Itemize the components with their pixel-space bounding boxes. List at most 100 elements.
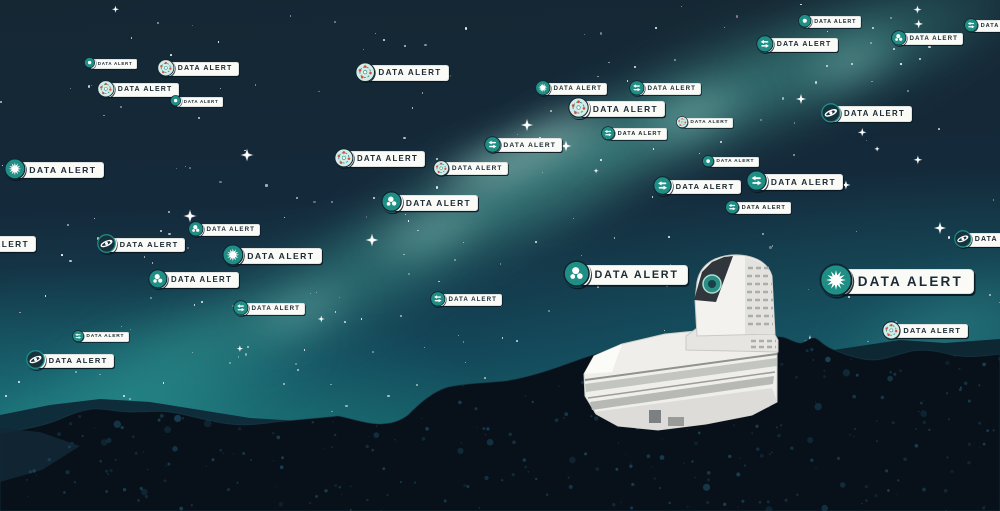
badge-pill[interactable]: DATA ALERT (366, 65, 449, 81)
data-alert-badge[interactable]: DATA ALERT (26, 350, 115, 370)
data-alert-badge[interactable]: DATA ALERT (563, 260, 688, 288)
data-alert-badge[interactable]: DATA ALERT (756, 35, 838, 53)
data-alert-badge[interactable]: DATA ALERT (84, 57, 137, 69)
star (501, 337, 504, 339)
badge-pill[interactable]: DATA ALERT (543, 82, 608, 96)
data-alert-badge[interactable]: DATA ALERT (819, 263, 974, 297)
badge-label: DATA ALERT (553, 85, 602, 93)
data-alert-badge[interactable]: DATA ALERT (964, 18, 1000, 32)
data-alert-badge[interactable]: DATA ALERT (188, 221, 261, 237)
badge-pill[interactable]: DATA ALERT (682, 117, 733, 129)
data-alert-badge[interactable]: DATA ALERT (821, 103, 912, 123)
data-alert-badge[interactable]: DATA ALERT (381, 191, 479, 213)
badge-pill[interactable]: DATA ALERT (36, 353, 115, 369)
data-alert-badge[interactable]: DATA ALERT (568, 97, 666, 119)
rock-speckle (865, 499, 868, 502)
data-alert-badge[interactable]: DATA ALERT (653, 176, 742, 196)
badge-pill[interactable]: DATA ALERT (176, 97, 223, 107)
badge-pill[interactable]: DATA ALERT (78, 331, 129, 343)
data-alert-badge[interactable]: DATA ALERT (676, 116, 733, 129)
data-alert-badge[interactable]: DATA ALERT (535, 80, 608, 96)
star (331, 201, 334, 203)
rock-speckle (694, 476, 696, 479)
rock-speckle (394, 439, 396, 441)
data-alert-badge[interactable]: DATA ALERT (355, 62, 449, 82)
star (516, 339, 519, 342)
badge-pill[interactable]: DATA ALERT (891, 323, 968, 339)
rock-speckle (107, 473, 110, 476)
rock-speckle (137, 499, 140, 502)
badge-pill[interactable]: DATA ALERT (492, 138, 562, 152)
data-alert-badge[interactable]: DATA ALERT (725, 200, 791, 214)
badge-pill[interactable]: DATA ALERT (107, 237, 186, 253)
data-alert-badge[interactable]: DATA ALERT (97, 234, 186, 254)
rock-speckle (595, 467, 600, 471)
data-alert-badge[interactable]: DATA ALERT (702, 155, 759, 168)
star (541, 172, 543, 174)
rock-speckle (278, 502, 284, 507)
data-alert-badge[interactable]: DATA ALERT (334, 148, 425, 168)
star (411, 107, 414, 109)
data-alert-badge[interactable]: DATA ALERT (798, 14, 862, 28)
badge-pill[interactable]: DATA ALERT (241, 302, 306, 316)
rock-speckle (399, 480, 402, 484)
badge-pill[interactable]: DATA ALERT (166, 62, 239, 76)
rock-speckle (686, 428, 688, 431)
badge-pill[interactable]: DATA ALERT (637, 82, 702, 96)
data-alert-badge[interactable]: DATA ALERT (4, 158, 104, 180)
badge-pill[interactable]: DATA ALERT (441, 162, 509, 176)
hull-line-2 (587, 371, 776, 399)
rock-speckle (584, 452, 588, 456)
badge-pill[interactable]: DATA ALERT (344, 151, 425, 167)
star (383, 38, 385, 41)
data-alert-badge[interactable]: DATA ALERT (433, 160, 509, 176)
rock-speckle (903, 457, 907, 462)
badge-pill[interactable]: DATA ALERT (438, 293, 503, 307)
burst-icon (4, 158, 26, 180)
badge-pill[interactable]: DATA ALERT (837, 268, 974, 294)
data-alert-badge[interactable]: DATA ALERT (954, 230, 1000, 248)
rock-speckle (122, 488, 127, 492)
badge-pill[interactable]: DATA ALERT (90, 59, 137, 69)
badge-pill[interactable]: DATA ALERT (732, 202, 791, 214)
badge-pill[interactable]: DATA ALERT (234, 247, 322, 265)
badge-pill[interactable]: DATA ALERT (106, 83, 179, 97)
rock-speckle (967, 442, 972, 446)
badge-pill[interactable]: DATA ALERT (663, 179, 742, 195)
badge-pill[interactable]: DATA ALERT (805, 16, 862, 28)
data-alert-badge[interactable]: DATA ALERT (891, 30, 964, 46)
badge-pill[interactable]: DATA ALERT (708, 156, 759, 168)
data-alert-badge[interactable]: DATA ALERT (483, 135, 562, 153)
badge-pill[interactable]: DATA ALERT (608, 128, 667, 140)
badge-pill[interactable]: DATA ALERT (196, 223, 261, 237)
data-alert-badge[interactable]: DATA ALERT (157, 59, 239, 77)
star (807, 288, 810, 291)
badge-pill[interactable]: DATA ALERT (580, 100, 666, 118)
data-alert-badge[interactable]: DATA ALERT (881, 320, 968, 340)
data-alert-badge[interactable]: DATA ALERT (170, 95, 223, 107)
data-alert-badge[interactable]: DATA ALERT (222, 244, 322, 266)
data-alert-badge[interactable]: DATA ALERT (601, 126, 667, 140)
data-alert-badge[interactable]: DATA ALERT (746, 170, 844, 192)
badge-pill[interactable]: DATA ALERT (765, 38, 838, 52)
data-alert-badge[interactable]: DATA ALERT (72, 330, 129, 343)
data-alert-badge[interactable]: DATA ALERT (629, 80, 702, 96)
data-alert-badge[interactable]: DATA ALERT (97, 80, 179, 98)
data-alert-badge[interactable]: DATA ALERT (430, 291, 503, 307)
rock-speckle (853, 427, 857, 431)
badge-pill[interactable]: DATA ALERT (899, 32, 964, 46)
star (626, 80, 629, 82)
badge-pill[interactable]: DATA ALERT (16, 161, 104, 179)
badge-pill[interactable]: DATA ALERT (831, 106, 912, 122)
hull-notch-1 (649, 410, 661, 423)
rock-speckle (67, 445, 71, 449)
data-alert-badge[interactable]: DATA ALERT (148, 269, 239, 289)
badge-label: DATA ALERT (909, 35, 958, 43)
badge-pill[interactable]: DATA ALERT (158, 272, 239, 288)
badge-pill[interactable]: DATA ALERT (0, 235, 37, 253)
badge-pill[interactable]: DATA ALERT (758, 173, 844, 191)
badge-pill[interactable]: DATA ALERT (578, 264, 688, 286)
badge-pill[interactable]: DATA ALERT (393, 194, 479, 212)
data-alert-badge[interactable]: DATA ALERT (233, 300, 306, 316)
